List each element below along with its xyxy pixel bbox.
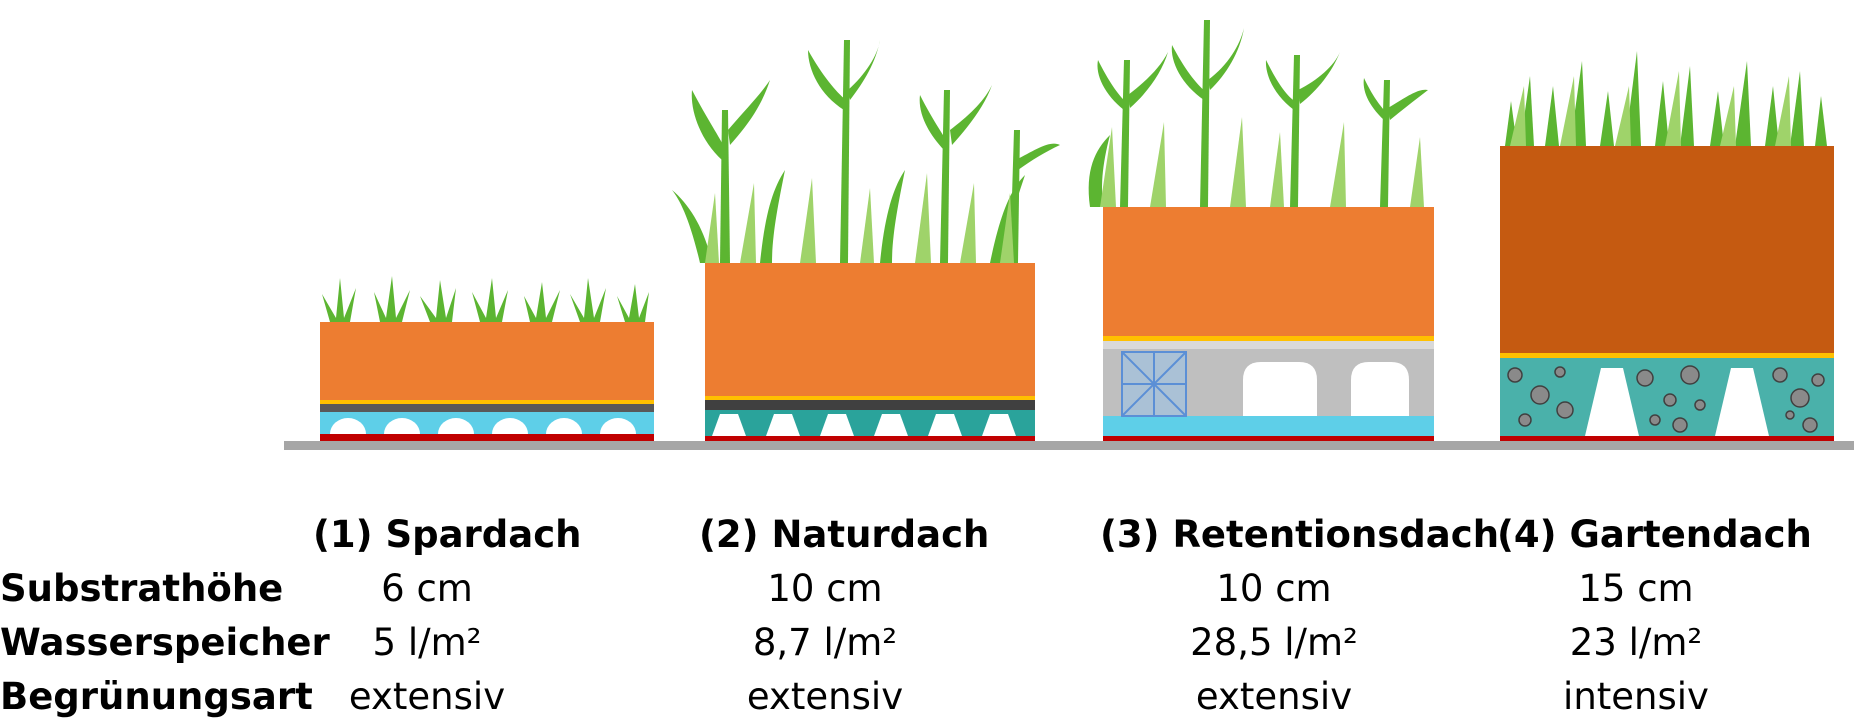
roof-3-water-storage: 28,5 l/m² bbox=[1190, 621, 1358, 664]
root-barrier bbox=[320, 434, 654, 441]
row-label-substrate-height: Substrathöhe bbox=[0, 567, 284, 610]
roof-2-water-storage: 8,7 l/m² bbox=[752, 621, 898, 664]
roof-2-title: (2) Naturdach bbox=[699, 513, 990, 556]
row-label-planting-type: Begrünungsart bbox=[0, 675, 313, 718]
roof-4-substrate-height: 15 cm bbox=[1578, 567, 1694, 610]
substrate-layer bbox=[705, 263, 1035, 396]
roof-4-planting-type: intensiv bbox=[1563, 675, 1709, 718]
drainage-cup-icon bbox=[330, 418, 636, 434]
drainage-cup-icon bbox=[712, 414, 1016, 436]
roof-3-title: (3) Retentionsdach bbox=[1100, 513, 1500, 556]
roof-1-spardach-illustration bbox=[320, 276, 654, 441]
substrate-layer bbox=[1500, 146, 1834, 353]
roof-1-substrate-height: 6 cm bbox=[381, 567, 473, 610]
root-barrier bbox=[1500, 436, 1834, 441]
row-label-water-storage: Wasserspeicher bbox=[0, 621, 330, 664]
ground-line bbox=[284, 441, 1854, 450]
roof-3-retentionsdach-illustration bbox=[1088, 20, 1434, 441]
gravel-icon bbox=[1507, 365, 1825, 433]
root-barrier bbox=[1103, 436, 1434, 441]
roof-1-water-storage: 5 l/m² bbox=[372, 621, 482, 664]
water-layer bbox=[1103, 416, 1434, 436]
grass-tuft-icon bbox=[672, 40, 1060, 263]
filter-mesh bbox=[1121, 351, 1187, 417]
roof-1-title: (1) Spardach bbox=[313, 513, 582, 556]
roof-4-gartendach-illustration bbox=[1500, 51, 1834, 441]
grass-tuft-icon bbox=[322, 276, 649, 322]
roof-1-planting-type: extensiv bbox=[348, 675, 506, 718]
substrate-layer bbox=[320, 322, 654, 400]
grass-tuft-icon bbox=[1505, 51, 1827, 146]
roof-2-naturdach-illustration bbox=[672, 40, 1060, 441]
roof-3-planting-type: extensiv bbox=[1195, 675, 1353, 718]
substrate-layer bbox=[1103, 207, 1434, 336]
grass-tuft-icon bbox=[1088, 20, 1428, 207]
roof-2-substrate-height: 10 cm bbox=[767, 567, 883, 610]
roof-4-water-storage: 23 l/m² bbox=[1569, 621, 1703, 664]
green-roof-diagram bbox=[284, 20, 1854, 450]
root-barrier bbox=[705, 436, 1035, 441]
roof-2-planting-type: extensiv bbox=[746, 675, 904, 718]
roof-3-substrate-height: 10 cm bbox=[1216, 567, 1332, 610]
roof-4-title: (4) Gartendach bbox=[1497, 513, 1812, 556]
drainage-layer bbox=[705, 410, 1035, 436]
